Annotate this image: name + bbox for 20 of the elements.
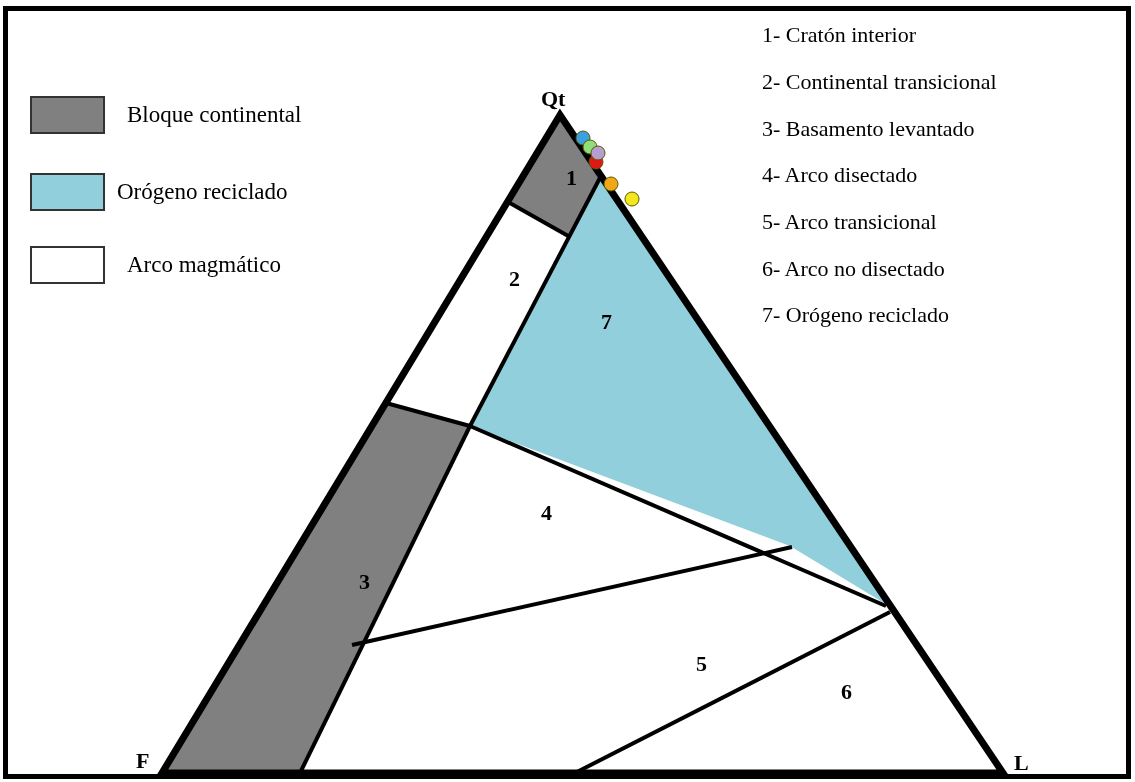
zone-number: 1 bbox=[566, 167, 577, 189]
zone-number: 5 bbox=[696, 653, 707, 675]
zone-list-item: 2- Continental transicional bbox=[762, 68, 997, 96]
zone-list-item: 6- Arco no disectado bbox=[762, 255, 945, 283]
legend-label: Orógeno reciclado bbox=[117, 178, 288, 206]
zone-list-item: 1- Cratón interior bbox=[762, 21, 916, 49]
vertex-label: L bbox=[1014, 752, 1029, 774]
zone-number: 6 bbox=[841, 681, 852, 703]
zone-number: 3 bbox=[359, 571, 370, 593]
vertex-label: F bbox=[136, 750, 150, 772]
zone-list-item: 7- Orógeno reciclado bbox=[762, 301, 949, 329]
legend-label: Bloque continental bbox=[127, 101, 302, 129]
zone-number: 4 bbox=[541, 502, 552, 524]
zone-number: 2 bbox=[509, 268, 520, 290]
zone-list-item: 5- Arco transicional bbox=[762, 208, 937, 236]
zone-list-item: 4- Arco disectado bbox=[762, 161, 918, 189]
zone-number: 7 bbox=[601, 311, 612, 333]
vertex-label: Qt bbox=[541, 88, 566, 110]
legend-label: Arco magmático bbox=[127, 251, 281, 279]
zone-list-item: 3- Basamento levantado bbox=[762, 115, 975, 143]
